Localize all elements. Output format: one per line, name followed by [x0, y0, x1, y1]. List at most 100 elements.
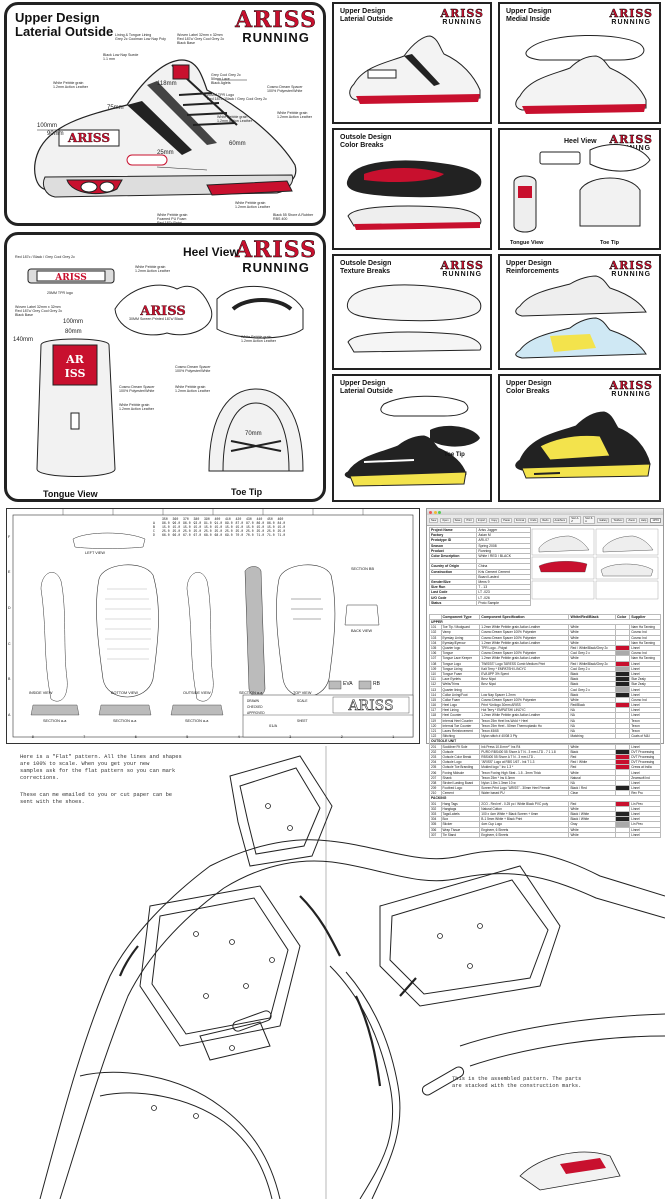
view-label: LEFT VIEW [85, 551, 105, 555]
flat-note-email: These can me emailed to you or cut paper… [20, 792, 173, 805]
note-woven: Woven Label 32mm x 32mm Red 187c/ Grey C… [15, 305, 63, 318]
size-row-label: B [153, 525, 155, 529]
tongue-view-label: Tongue View [510, 240, 544, 246]
row-letter: B [8, 677, 11, 682]
svg-text:AR: AR [65, 353, 85, 366]
view-label: OUTSIDE VIEW [183, 691, 211, 695]
size-cell: 70.0 [235, 533, 244, 537]
size-col: 440 [256, 517, 263, 521]
toolbar-button[interactable]: Toolbox [611, 517, 625, 523]
toolbar-button[interactable]: Paste [501, 517, 512, 523]
toolbar-button[interactable]: New [429, 517, 439, 523]
size-cell: 15.0 [172, 525, 181, 529]
note-pebble-tongue: White Pebble grain 1.2mm Action Leather [119, 403, 154, 412]
minimize-icon[interactable] [433, 510, 437, 514]
size-cell: 15.0 [246, 525, 254, 529]
panel-title: Outsole Design Color Breaks [340, 134, 392, 149]
zoom-select[interactable]: 125% [650, 517, 661, 523]
toolbar-button[interactable]: Sort Z-A [583, 516, 596, 524]
size-row-label: D [153, 533, 155, 537]
toolbar-button[interactable]: Gallery [597, 517, 610, 523]
toolbar-button[interactable]: Undo [528, 517, 539, 523]
toolbar-button[interactable]: Import [475, 517, 488, 523]
thumb-lateral-outside-2[interactable]: Upper Design Laterial Outside Toe Tip [332, 374, 492, 502]
toolbar-button[interactable]: Zoom [626, 517, 638, 523]
note-pebble-2: White Pebble grain 1.2mm Action Leather [217, 115, 252, 124]
size-cell: 25.0 [183, 529, 191, 533]
legend-eva: EVA [343, 681, 353, 687]
size-col: 350 [162, 517, 168, 521]
toolbar-button[interactable]: AutoSum [552, 517, 568, 523]
size-cell: 96.0 [172, 521, 181, 525]
info-value[interactable]: Proto Sample [476, 599, 532, 606]
toolbar-button[interactable]: Save [452, 517, 463, 523]
zoom-icon[interactable] [438, 510, 441, 514]
size-cell: 15.0 [162, 525, 170, 529]
flat-note-assembled: This is the assembled pattern. The parts… [452, 1076, 582, 1089]
panel-title: Upper Design Color Breaks [506, 380, 552, 395]
toolbar-button[interactable]: Copy [489, 517, 500, 523]
flat-pattern-drawing [39, 746, 665, 1199]
thumb-outsole-color[interactable]: Outsole Design Color Breaks [332, 128, 492, 250]
panel-lateral-outside: Upper Design Laterial Outside ARISS RUNN… [4, 2, 326, 226]
size-col: 360 [172, 517, 179, 521]
shoe-lateral-drawing: ARISS [34, 59, 297, 198]
size-cell: 15.0 [214, 525, 223, 529]
size-cell: 25.0 [267, 529, 275, 533]
note-foam: White Pebble grain Foamed PU Foam Red 18… [157, 213, 188, 226]
ariss-logo: ARISS RUNNING [235, 7, 317, 45]
note-pebble-1: White Pebble grain 1.2mm Action Leather [53, 81, 88, 90]
size-cell: 25.0 [204, 529, 212, 533]
section-label: SECTION a-a [43, 719, 67, 723]
size-cell: 25.0 [193, 529, 202, 533]
col-number: 7 [83, 735, 86, 739]
color-swatch [614, 831, 631, 838]
note-pebble-3: White Pebble grain 1.2mm Action Leather [277, 111, 312, 120]
toolbar-button[interactable]: Print [464, 517, 474, 523]
info-label[interactable]: Status [428, 599, 478, 606]
size-cell: 15.0 [256, 525, 265, 529]
view-label: SECTION a-a [239, 691, 263, 695]
measure-70: 70mm [245, 431, 262, 437]
component-spec[interactable]: Engineer, 6 Sheets [479, 831, 570, 838]
size-cell: 15.0 [204, 525, 212, 529]
tongue-view-title: Tongue View [43, 489, 98, 499]
toolbar-button[interactable]: Redo [540, 517, 551, 523]
supplier[interactable]: Linnel [629, 831, 661, 838]
svg-text:ARISS: ARISS [67, 131, 110, 145]
size-cell: 87.0 [235, 521, 244, 525]
toolbar-button[interactable]: Format [513, 517, 527, 523]
close-icon[interactable] [429, 510, 432, 514]
col-number: 6 [134, 735, 137, 739]
size-cell: 93.0 [193, 521, 202, 525]
toolbar-button[interactable]: Help [639, 517, 649, 523]
toolbar-button[interactable]: Open [440, 517, 451, 523]
note-pebble-4: White Pebble grain 1.2mm Action Leather [235, 201, 270, 210]
note-woven-label: Woven Label 32mm x 32mm Red 187c/ Grey C… [177, 33, 225, 46]
note-lace: Grey Cool Grey 2c 50mm Lace Black Aglets [211, 73, 241, 86]
window-titlebar [427, 509, 663, 515]
size-cell: 67.0 [193, 533, 202, 537]
toolbar-button[interactable]: Sort A-Z [569, 516, 582, 524]
